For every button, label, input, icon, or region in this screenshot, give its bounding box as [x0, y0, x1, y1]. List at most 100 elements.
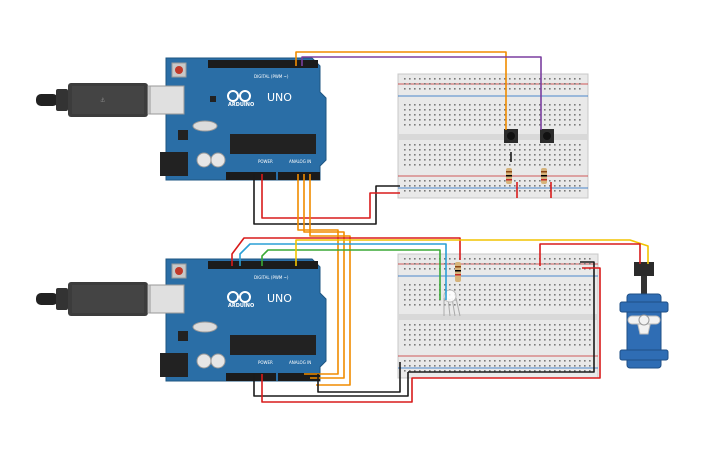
- breadboard-hole: [499, 370, 501, 372]
- breadboard-hole: [519, 299, 521, 301]
- breadboard-hole: [474, 268, 476, 270]
- breadboard-hole: [524, 154, 526, 156]
- breadboard-hole: [494, 263, 496, 265]
- breadboard-hole: [534, 119, 536, 121]
- breadboard-hole: [514, 180, 516, 182]
- breadboard-hole: [539, 365, 541, 367]
- breadboard-hole: [544, 324, 546, 326]
- breadboard-hole: [569, 190, 571, 192]
- breadboard-hole: [564, 360, 566, 362]
- breadboard-hole: [484, 284, 486, 286]
- breadboard-hole: [534, 159, 536, 161]
- breadboard-hole: [439, 78, 441, 80]
- breadboard-hole: [579, 324, 581, 326]
- breadboard-hole: [454, 339, 456, 341]
- breadboard-hole: [444, 289, 446, 291]
- breadboard-hole: [529, 284, 531, 286]
- breadboard-hole: [549, 185, 551, 187]
- breadboard-hole: [409, 304, 411, 306]
- breadboard-hole: [439, 159, 441, 161]
- breadboard-hole: [519, 284, 521, 286]
- breadboard-hole: [459, 334, 461, 336]
- breadboard-hole: [554, 339, 556, 341]
- breadboard-hole: [504, 185, 506, 187]
- breadboard-hole: [439, 83, 441, 85]
- breadboard-hole: [529, 258, 531, 260]
- breadboard-hole: [519, 114, 521, 116]
- breadboard-hole: [539, 159, 541, 161]
- breadboard-hole: [484, 149, 486, 151]
- breadboard-hole: [499, 104, 501, 106]
- breadboard-hole: [479, 124, 481, 126]
- breadboard-hole: [464, 119, 466, 121]
- breadboard-hole: [519, 88, 521, 90]
- breadboard-hole: [574, 284, 576, 286]
- breadboard-hole: [569, 258, 571, 260]
- breadboard-hole: [499, 284, 501, 286]
- breadboard-hole: [424, 144, 426, 146]
- analog-label: ANALOG IN: [289, 159, 311, 164]
- breadboard-hole: [414, 124, 416, 126]
- capacitor: [210, 152, 226, 168]
- breadboard-hole: [479, 190, 481, 192]
- breadboard-hole: [569, 164, 571, 166]
- breadboard-hole: [434, 88, 436, 90]
- breadboard-hole: [444, 344, 446, 346]
- breadboard-hole: [444, 124, 446, 126]
- breadboard-hole: [569, 289, 571, 291]
- breadboard-hole: [564, 370, 566, 372]
- breadboard-hole: [444, 180, 446, 182]
- breadboard-hole: [424, 299, 426, 301]
- breadboard-hole: [529, 294, 531, 296]
- breadboard-hole: [404, 109, 406, 111]
- breadboard-hole: [564, 149, 566, 151]
- breadboard-hole: [499, 294, 501, 296]
- breadboard-hole: [464, 124, 466, 126]
- breadboard-hole: [409, 124, 411, 126]
- breadboard-hole: [434, 324, 436, 326]
- breadboard-hole: [589, 263, 591, 265]
- breadboard-hole: [549, 124, 551, 126]
- breadboard-hole: [429, 289, 431, 291]
- breadboard-hole: [509, 284, 511, 286]
- breadboard-hole: [404, 190, 406, 192]
- breadboard-hole: [554, 119, 556, 121]
- breadboard-hole: [504, 304, 506, 306]
- breadboard-hole: [409, 334, 411, 336]
- breadboard-hole: [514, 104, 516, 106]
- breadboard-hole: [474, 114, 476, 116]
- breadboard-hole: [574, 324, 576, 326]
- breadboard-hole: [529, 304, 531, 306]
- breadboard-hole: [509, 299, 511, 301]
- breadboard-hole: [524, 88, 526, 90]
- breadboard-hole: [434, 78, 436, 80]
- breadboard-hole: [409, 185, 411, 187]
- breadboard-hole: [429, 164, 431, 166]
- arduino-uno-bottom: DIGITAL (PWM ~) UNO ARDUINO POWER ANALOG…: [149, 258, 327, 382]
- breadboard-hole: [524, 329, 526, 331]
- breadboard-hole: [484, 294, 486, 296]
- breadboard-hole: [489, 104, 491, 106]
- breadboard-hole: [489, 329, 491, 331]
- breadboard-hole: [524, 334, 526, 336]
- breadboard-hole: [544, 149, 546, 151]
- breadboard-hole: [579, 258, 581, 260]
- breadboard-hole: [449, 83, 451, 85]
- power-header: [226, 172, 276, 180]
- breadboard-hole: [579, 334, 581, 336]
- breadboard-hole: [429, 83, 431, 85]
- breadboard-hole: [569, 284, 571, 286]
- breadboard-hole: [459, 180, 461, 182]
- breadboard-hole: [464, 339, 466, 341]
- breadboard-hole: [429, 149, 431, 151]
- breadboard-hole: [494, 114, 496, 116]
- breadboard-hole: [419, 149, 421, 151]
- breadboard-hole: [409, 109, 411, 111]
- breadboard-hole: [424, 370, 426, 372]
- breadboard-hole: [404, 88, 406, 90]
- breadboard-hole: [404, 324, 406, 326]
- breadboard-hole: [469, 78, 471, 80]
- breadboard-hole: [429, 365, 431, 367]
- breadboard-hole: [504, 329, 506, 331]
- breadboard-hole: [509, 164, 511, 166]
